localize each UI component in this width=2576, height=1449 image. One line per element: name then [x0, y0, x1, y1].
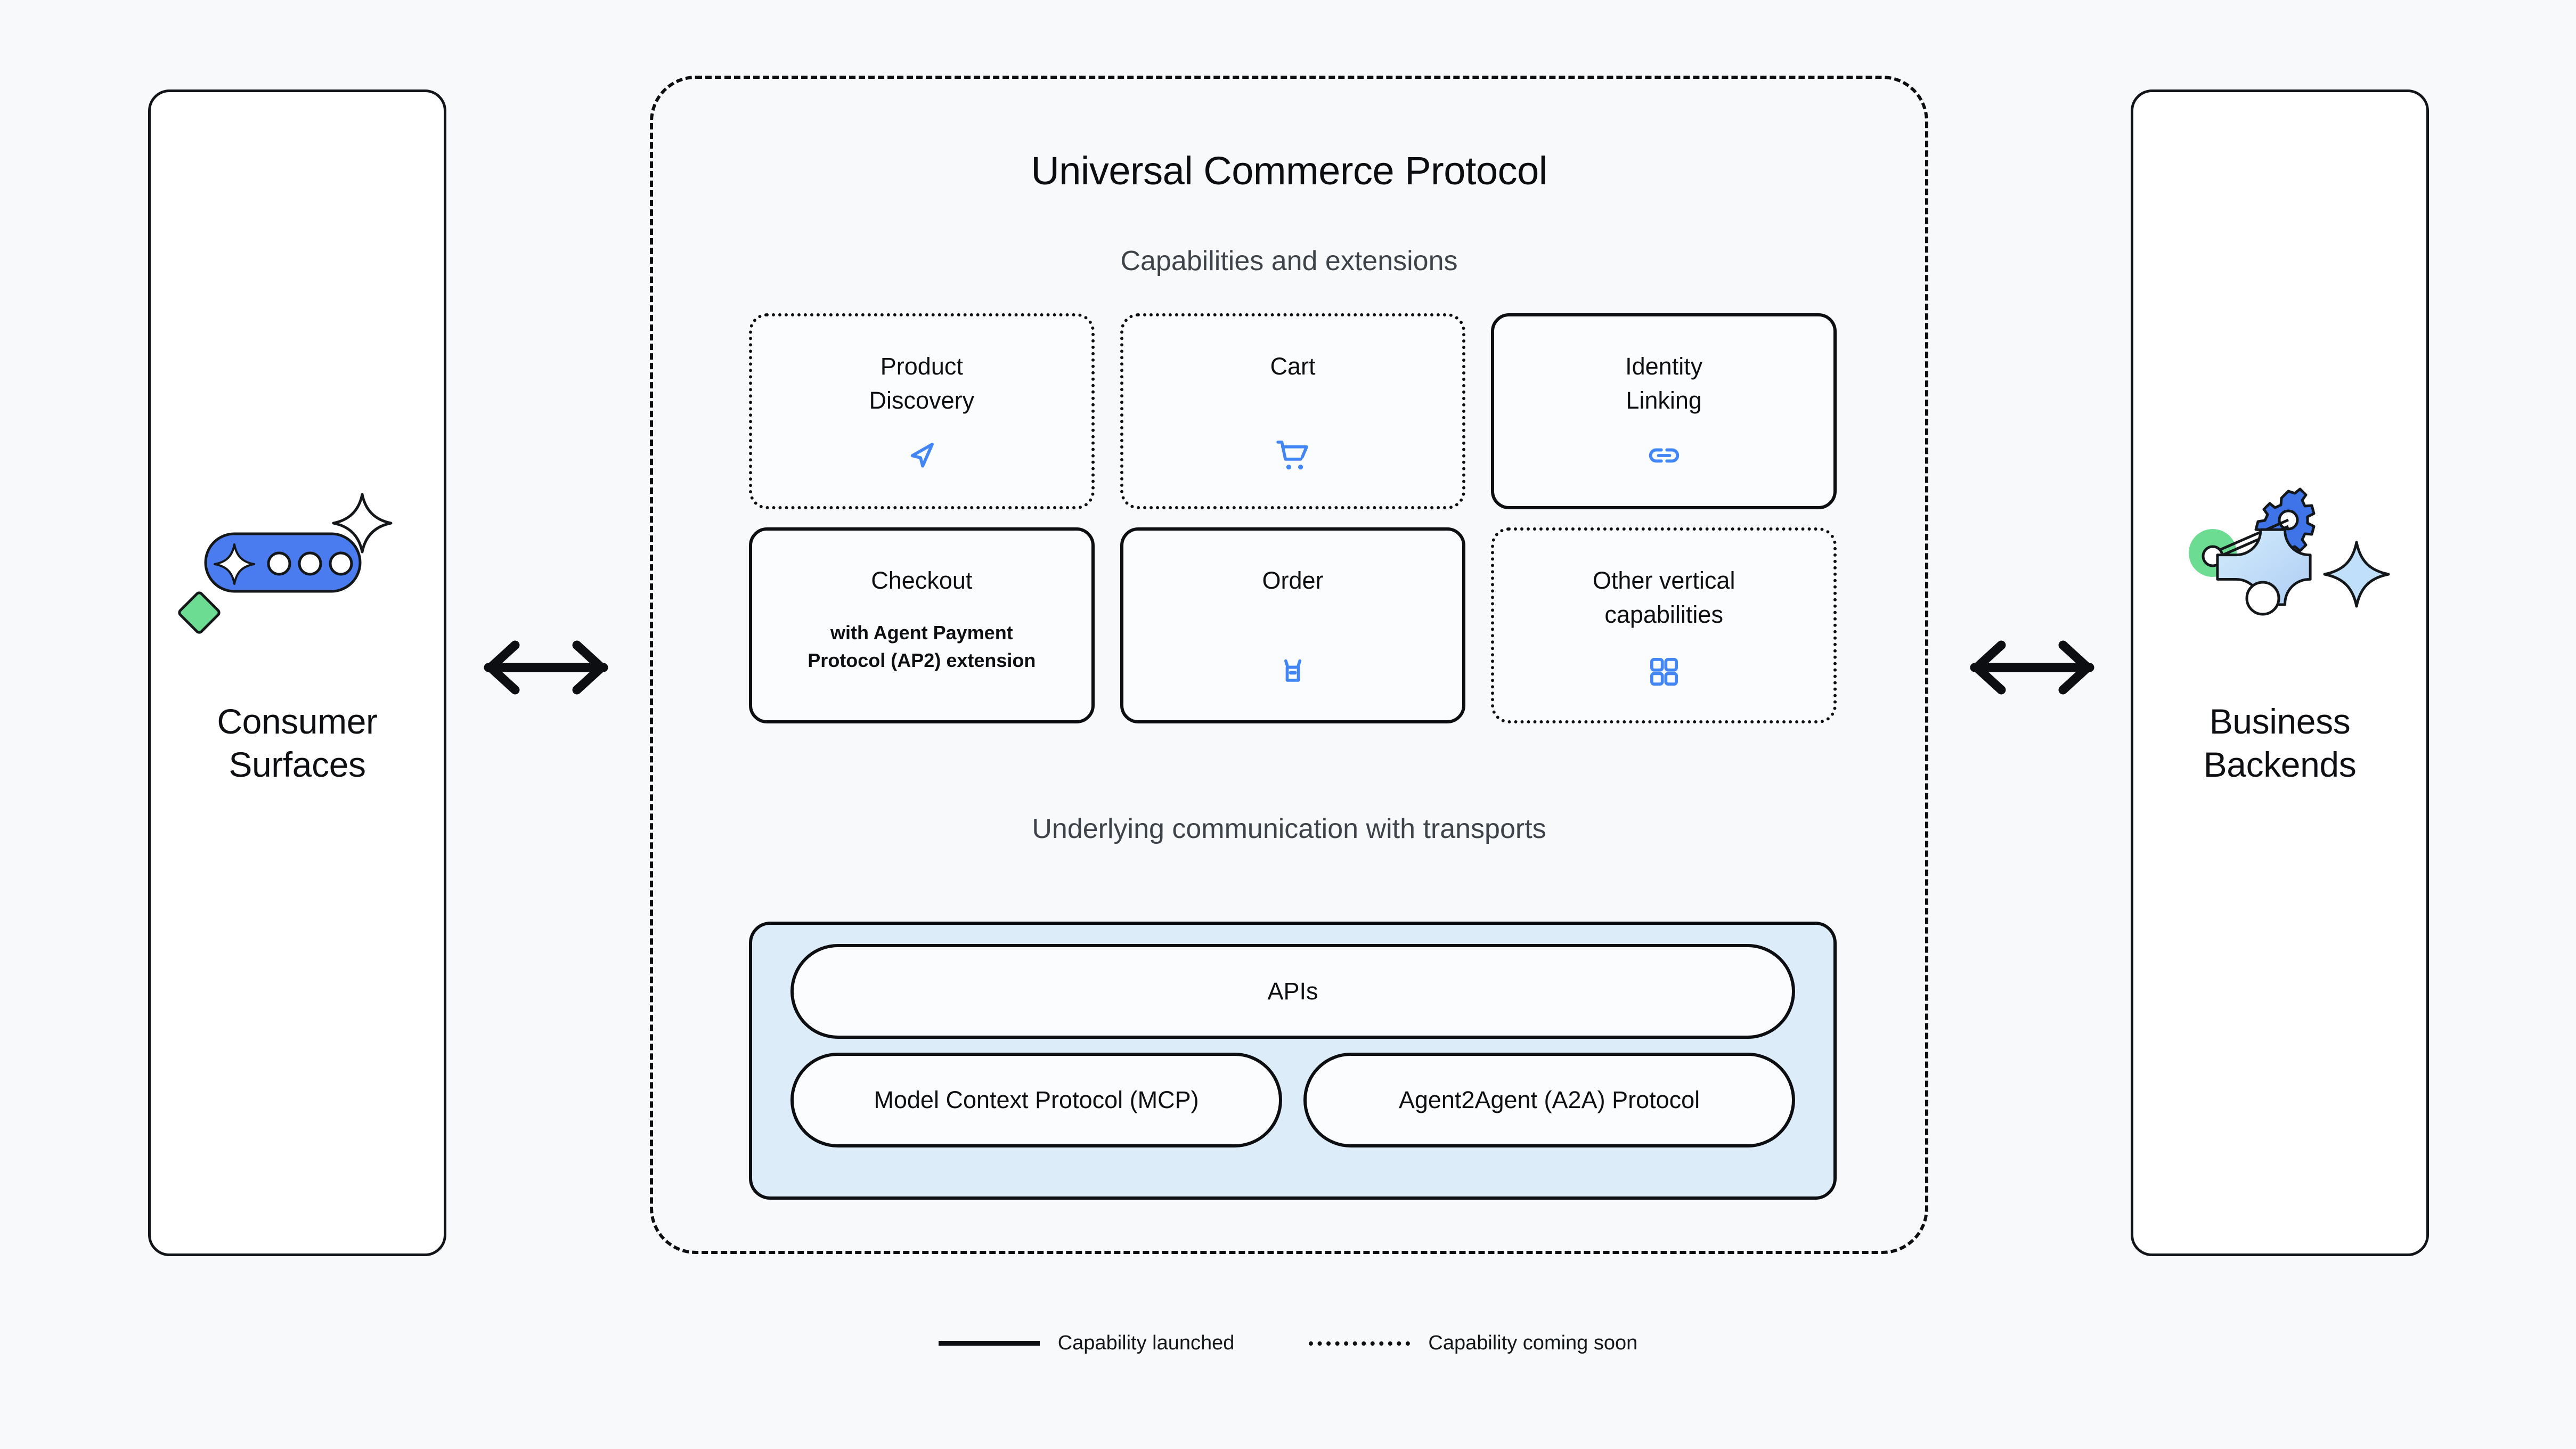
transport-pill-mcp[interactable]: Model Context Protocol (MCP) [790, 1053, 1282, 1147]
legend: Capability launched Capability coming so… [0, 1332, 2576, 1355]
capability-title: Identity Linking [1625, 349, 1702, 418]
capability-subtitle-line-2: Protocol (AP2) extension [808, 649, 1036, 672]
capability-title-line-2: Linking [1626, 386, 1702, 414]
universal-commerce-protocol-container: Universal Commerce Protocol Capabilities… [650, 76, 1928, 1254]
consumer-title-line-2: Surfaces [229, 745, 366, 784]
capability-title-line-1: Checkout [871, 567, 973, 594]
capability-title: Product Discovery [869, 349, 975, 418]
capability-title-line-1: Product [880, 353, 963, 380]
legend-dotted-line-icon [1309, 1341, 1411, 1346]
navigation-arrow-icon [752, 436, 1091, 475]
bidirectional-arrow-right-icon [1963, 636, 2101, 699]
capability-title-line-1: Order [1262, 567, 1324, 594]
grid-four-squares-icon [1494, 654, 1833, 689]
capability-title: Checkout [871, 564, 972, 598]
transports-section-label: Underlying communication with transports [1032, 813, 1546, 844]
consumer-surfaces-panel: Consumer Surfaces [148, 89, 446, 1256]
consumer-title-line-1: Consumer [217, 702, 378, 742]
capability-title-line-1: Other vertical [1592, 567, 1735, 594]
legend-solid-line-icon [938, 1341, 1040, 1346]
capability-card-order[interactable]: Order [1120, 527, 1466, 723]
capability-title-line-1: Identity [1625, 353, 1703, 380]
capability-card-checkout[interactable]: Checkout with Agent Payment Protocol (AP… [749, 527, 1095, 723]
consumer-surfaces-title: Consumer Surfaces [217, 700, 378, 786]
bidirectional-arrow-left-icon [477, 636, 615, 699]
capability-title: Other vertical capabilities [1593, 564, 1735, 632]
gears-sparkle-art [2157, 485, 2402, 661]
transport-pill-apis[interactable]: APIs [790, 944, 1795, 1039]
legend-label-launched: Capability launched [1057, 1332, 1235, 1354]
package-box-icon [1123, 651, 1463, 689]
legend-item-launched: Capability launched [938, 1332, 1235, 1355]
capabilities-section-label: Capabilities and extensions [1120, 246, 1458, 276]
business-title-line-2: Backends [2203, 745, 2357, 784]
capability-title-line-1: Cart [1270, 353, 1316, 380]
legend-label-coming-soon: Capability coming soon [1428, 1332, 1638, 1354]
capability-title-line-2: Discovery [869, 386, 975, 414]
capability-grid: Product Discovery Cart [749, 313, 1837, 723]
transport-pill-a2a[interactable]: Agent2Agent (A2A) Protocol [1303, 1053, 1795, 1147]
capability-title-line-2: capabilities [1604, 600, 1723, 628]
legend-item-coming-soon: Capability coming soon [1309, 1332, 1637, 1355]
business-backends-title: Business Backends [2204, 700, 2357, 786]
capability-card-cart[interactable]: Cart [1120, 313, 1466, 509]
capability-subtitle: with Agent Payment Protocol (AP2) extens… [794, 619, 1049, 674]
capability-subtitle-line-1: with Agent Payment [830, 621, 1013, 644]
transports-panel: APIs Model Context Protocol (MCP) Agent2… [749, 922, 1837, 1200]
transport-secondary-row: Model Context Protocol (MCP) Agent2Agent… [790, 1053, 1795, 1147]
link-chain-icon [1494, 436, 1833, 475]
capability-card-other-vertical[interactable]: Other vertical capabilities [1491, 527, 1837, 723]
capability-card-identity-linking[interactable]: Identity Linking [1491, 313, 1837, 509]
capability-title: Cart [1270, 349, 1315, 384]
chat-bubble-sparkle-art [175, 485, 420, 661]
business-title-line-1: Business [2209, 702, 2351, 742]
business-backends-panel: Business Backends [2131, 89, 2429, 1256]
capability-card-product-discovery[interactable]: Product Discovery [749, 313, 1095, 509]
shopping-cart-icon [1123, 435, 1463, 475]
capability-title: Order [1262, 564, 1323, 598]
protocol-title: Universal Commerce Protocol [1031, 149, 1547, 193]
